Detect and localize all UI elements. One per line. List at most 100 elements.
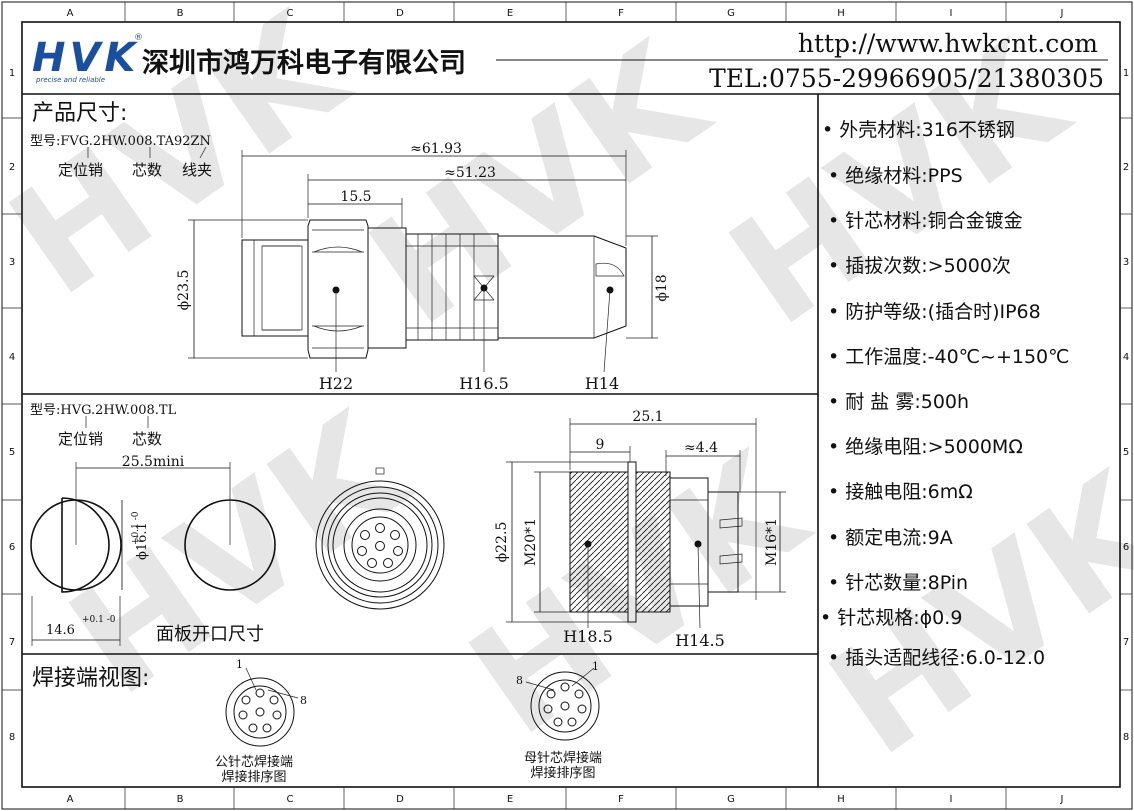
dim-socket-tail: ≈4.4 bbox=[684, 440, 718, 456]
socket-section: 型号:HVG.2HW.008.TL 定位销 芯数 25.5mini ϕ16.1 … bbox=[30, 403, 786, 650]
logo-tagline: precise and reliable bbox=[35, 76, 105, 84]
dim-flange-diameter: ϕ22.5 bbox=[494, 522, 510, 563]
col-label: C bbox=[287, 794, 294, 805]
dim-body-diameter: ϕ23.5 bbox=[176, 270, 192, 311]
label-hex-h14: H14 bbox=[585, 374, 619, 393]
row-label: 8 bbox=[9, 732, 15, 743]
row-label: 4 bbox=[1123, 352, 1129, 363]
col-label: H bbox=[837, 8, 845, 19]
row-ruler: 1 2 3 4 5 6 7 8 1 2 3 4 5 6 7 8 bbox=[2, 68, 1132, 743]
section-title-solder: 焊接端视图: bbox=[32, 666, 149, 691]
col-label: A bbox=[67, 794, 74, 805]
company-logo: HVK bbox=[32, 35, 139, 81]
section-dividers bbox=[22, 59, 1120, 787]
row-label: 6 bbox=[9, 542, 15, 553]
plug-section: 产品尺寸: 型号:FVG.2HW.008.TA92ZN 定位销 芯数 线夹 bbox=[30, 101, 670, 393]
col-label: I bbox=[950, 8, 953, 19]
label-hex-h22: H22 bbox=[319, 374, 353, 393]
col-label: J bbox=[1060, 794, 1064, 805]
male-caption-1: 公针芯焊接端 bbox=[215, 754, 293, 770]
panel-cutout-drawing: 25.5mini ϕ16.1 +0.1 -0 14.6 +0.1 -0 面板开口… bbox=[30, 454, 276, 646]
socket-model: 型号:HVG.2HW.008.TL bbox=[30, 403, 177, 418]
dim-socket-length: 25.1 bbox=[632, 409, 663, 425]
section-title-dimensions: 产品尺寸: bbox=[32, 101, 127, 126]
row-label: 2 bbox=[9, 162, 15, 173]
spec-item: • 针芯数量:8Pin bbox=[828, 572, 968, 594]
row-label: 8 bbox=[1123, 732, 1129, 743]
col-label: G bbox=[727, 794, 735, 805]
label-key-pin: 定位销 bbox=[58, 430, 103, 448]
dim-cutout-flat: 14.6 bbox=[46, 623, 75, 638]
spec-item: • 耐 盐 雾:500h bbox=[828, 391, 969, 413]
male-solder-diagram: 1 8 公针芯焊接端 焊接排序图 bbox=[215, 658, 307, 785]
col-label: D bbox=[396, 8, 404, 19]
row-label: 5 bbox=[9, 447, 15, 458]
female-solder-diagram: 1 8 母针芯焊接端 焊接排序图 bbox=[516, 660, 602, 781]
spec-item: • 外壳材料:316不锈钢 bbox=[822, 119, 1015, 141]
female-pin-1-label: 1 bbox=[592, 660, 599, 673]
col-label: F bbox=[618, 8, 624, 19]
label-cable-clamp: 线夹 bbox=[182, 161, 212, 179]
company-name: 深圳市鸿万科电子有限公司 bbox=[142, 47, 466, 79]
label-pin-count: 芯数 bbox=[132, 430, 162, 448]
label-key-pin: 定位销 bbox=[58, 161, 103, 179]
female-pin-8-label: 8 bbox=[516, 674, 523, 687]
dim-thread: M20*1 bbox=[523, 518, 539, 566]
male-pin-1-label: 1 bbox=[236, 658, 243, 671]
socket-side-view bbox=[569, 461, 743, 623]
dim-panel-span: 25.5mini bbox=[122, 454, 185, 470]
label-pin-count: 芯数 bbox=[132, 161, 162, 179]
row-label: 5 bbox=[1123, 447, 1129, 458]
col-label: E bbox=[507, 8, 513, 19]
panel-cutout-label: 面板开口尺寸 bbox=[156, 624, 264, 645]
socket-dimensions: 25.1 9 ≈4.4 ϕ22.5 M20*1 M16*1 H18.5 H14. bbox=[494, 409, 786, 650]
dim-body-length: ≈51.23 bbox=[444, 165, 496, 181]
col-label: H bbox=[837, 794, 845, 805]
col-label: J bbox=[1060, 8, 1064, 19]
male-caption-2: 焊接排序图 bbox=[221, 769, 286, 785]
col-label: I bbox=[950, 794, 953, 805]
spec-item: • 绝缘电阻:>5000MΩ bbox=[828, 436, 1023, 458]
row-label: 1 bbox=[1123, 68, 1129, 79]
col-label: G bbox=[727, 8, 735, 19]
col-label: E bbox=[507, 794, 513, 805]
solder-view-section: 焊接端视图: 1 8 公针芯焊接端 焊接排序图 bbox=[32, 658, 602, 785]
col-label: F bbox=[618, 794, 624, 805]
spec-item: • 防护等级:(插合时)IP68 bbox=[828, 301, 1041, 323]
label-hex-h16-5: H16.5 bbox=[459, 374, 509, 393]
spec-item: • 绝缘材料:PPS bbox=[828, 165, 963, 187]
plug-dimensions: ≈61.93 ≈51.23 15.5 ϕ23.5 ϕ18 H22 H16.5 H… bbox=[176, 141, 670, 393]
female-caption-1: 母针芯焊接端 bbox=[524, 750, 602, 766]
col-label: A bbox=[67, 8, 74, 19]
spec-item: • 接触电阻:6mΩ bbox=[828, 481, 973, 503]
dim-cutout-diameter-tol: +0.1 -0 bbox=[131, 511, 141, 545]
spec-item: • 针芯规格:ϕ0.9 bbox=[820, 607, 962, 629]
header: HVK ® precise and reliable 深圳市鸿万科电子有限公司 … bbox=[32, 29, 1104, 93]
male-pin-8-label: 8 bbox=[300, 694, 307, 707]
spec-item: • 针芯材料:铜合金镀金 bbox=[828, 210, 1023, 232]
label-hex-h14-5: H14.5 bbox=[675, 631, 725, 650]
dim-cutout-diameter: ϕ16.1 bbox=[135, 522, 150, 560]
socket-front-view bbox=[315, 467, 445, 610]
company-phone: TEL:0755-29966905/21380305 bbox=[709, 64, 1104, 93]
dim-rear-thread: M16*1 bbox=[764, 518, 780, 566]
row-label: 3 bbox=[9, 257, 15, 268]
label-hex-h18-5: H18.5 bbox=[563, 627, 613, 646]
spec-item: • 插头适配线径:6.0-12.0 bbox=[828, 647, 1045, 669]
col-label: D bbox=[396, 794, 404, 805]
row-label: 7 bbox=[9, 637, 15, 648]
row-label: 6 bbox=[1123, 542, 1129, 553]
registered-mark: ® bbox=[134, 33, 143, 43]
spec-item: • 额定电流:9A bbox=[828, 527, 953, 549]
specifications-list: • 外壳材料:316不锈钢 • 绝缘材料:PPS • 针芯材料:铜合金镀金 • … bbox=[820, 119, 1069, 669]
column-ruler: A B C D E F G H I J A B C D E F G H I J bbox=[67, 2, 1064, 809]
col-label: B bbox=[177, 8, 184, 19]
dim-total-length: ≈61.93 bbox=[410, 141, 462, 157]
dim-socket-flange: 9 bbox=[596, 437, 605, 453]
plug-model: 型号:FVG.2HW.008.TA92ZN bbox=[30, 134, 211, 149]
company-website: http://www.hwkcnt.com bbox=[798, 29, 1098, 58]
col-label: B bbox=[177, 794, 184, 805]
row-label: 1 bbox=[9, 68, 15, 79]
row-label: 3 bbox=[1123, 257, 1129, 268]
